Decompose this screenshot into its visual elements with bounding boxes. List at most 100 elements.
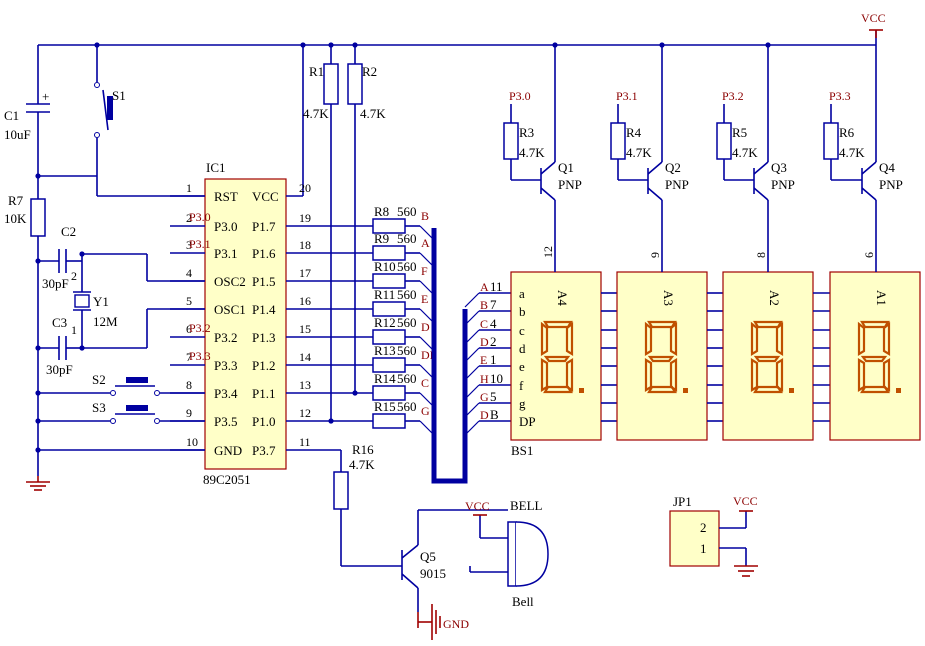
display-segment-label: f xyxy=(519,378,524,393)
ic-left-pin-label: OSC1 xyxy=(214,302,246,317)
ic-right-pin-number: 17 xyxy=(299,266,311,280)
decimal-point xyxy=(789,388,794,393)
s2-name: S2 xyxy=(92,372,106,387)
digit-drivers: P3.0R34.7KQ1PNP12P3.1R44.7KQ2PNP9P3.2R54… xyxy=(503,45,903,272)
transistor-name: Q1 xyxy=(558,160,574,175)
segment-resistor-name: R12 xyxy=(374,315,396,330)
segment-resistor-body xyxy=(372,273,406,289)
display-bus-net: D xyxy=(480,335,489,349)
ic-left-pin-label: P3.1 xyxy=(214,246,237,261)
segment-resistor-name: R9 xyxy=(374,231,389,246)
r2-name: R2 xyxy=(362,64,377,79)
driver-resistor-body xyxy=(716,122,732,160)
segment-resistor-body xyxy=(372,245,406,261)
driver-resistor-name: R5 xyxy=(732,125,747,140)
digit-common-pin: 9 xyxy=(648,252,662,258)
segment-resistor-value: 560 xyxy=(397,343,417,358)
transistor-emitter xyxy=(647,161,663,175)
c2-name: C2 xyxy=(61,224,76,239)
led-segment xyxy=(882,321,891,356)
ic-left-pin-number: 5 xyxy=(186,294,192,308)
ic-left-pin-label: GND xyxy=(214,443,242,458)
display-bus-net: G xyxy=(480,390,489,404)
r7-value: 10K xyxy=(4,211,27,226)
display-bus-entry xyxy=(464,384,480,400)
led-segment xyxy=(669,321,678,356)
jp1-pin2: 2 xyxy=(700,520,707,535)
display-segment-label: g xyxy=(519,396,526,411)
led-segment xyxy=(540,321,549,356)
ic-left-pin-label: P3.4 xyxy=(214,386,238,401)
ic-left-pin-number: 6 xyxy=(186,322,192,336)
segment-resistor-body xyxy=(372,413,406,429)
segment-resistor-value: 560 xyxy=(397,231,417,246)
seven-segment-glyph xyxy=(540,320,584,394)
driver-resistor-body xyxy=(823,122,839,160)
driver-port-label: P3.2 xyxy=(722,89,744,103)
transistor-emitter xyxy=(540,161,556,175)
display-name: BS1 xyxy=(511,443,533,458)
display-bus-number: 10 xyxy=(490,371,503,386)
led-segment xyxy=(644,321,653,356)
driver-resistor-name: R3 xyxy=(519,125,534,140)
led-segment xyxy=(857,321,866,356)
driver-resistor-name: R6 xyxy=(839,125,855,140)
led-segment xyxy=(750,321,759,356)
resistor-r7: R7 10K xyxy=(4,176,46,476)
segment-resistor-body xyxy=(372,301,406,317)
led-segment xyxy=(543,355,571,363)
transistor-name: Q3 xyxy=(771,160,787,175)
y1-pin2: 2 xyxy=(71,269,77,283)
buzzer-circuit: R16 4.7K Q5 9015 GND VCC BELL Bell xyxy=(333,442,549,640)
pullup-resistors: R1 4.7K R2 4.7K xyxy=(303,45,386,424)
display-bus-number: 1 xyxy=(490,352,497,367)
jumper-jp1: JP1 2 1 VCC xyxy=(669,494,758,577)
digit-common-pin: 6 xyxy=(862,252,876,258)
display-bus-entry xyxy=(464,402,480,418)
ic-right-pin-label: P1.5 xyxy=(252,274,275,289)
display-bus-entry xyxy=(464,347,480,363)
ic-left-pin-label: RST xyxy=(214,189,238,204)
ic-left-pin-number: 10 xyxy=(186,435,198,449)
ic-left-pin-number: 8 xyxy=(186,378,192,392)
transistor-type: PNP xyxy=(665,177,689,192)
display-bus-net: D xyxy=(480,408,489,422)
ic-pin-port-overlay: P3.3 xyxy=(189,349,211,363)
transistor-collector xyxy=(753,187,769,201)
display-bus-net: C xyxy=(480,317,488,331)
s1-name: S1 xyxy=(112,88,126,103)
seven-segment-glyph xyxy=(644,320,688,394)
driver-port-label: P3.3 xyxy=(829,89,851,103)
segment-resistor-name: R11 xyxy=(374,287,395,302)
c1-name: C1 xyxy=(4,108,19,123)
segment-net-label: A xyxy=(421,236,430,250)
driver-resistor-value: 4.7K xyxy=(732,145,758,160)
led-segment xyxy=(644,358,653,392)
display-bus-number: 5 xyxy=(490,389,497,404)
seven-segment-glyph xyxy=(750,320,794,394)
decimal-point xyxy=(683,388,688,393)
driver-resistor-value: 4.7K xyxy=(626,145,652,160)
ic-right-pin-label: P1.7 xyxy=(252,219,276,234)
ic-right-pin-number: 15 xyxy=(299,322,311,336)
ic-right-pin-number: 19 xyxy=(299,211,311,225)
q5-part: 9015 xyxy=(420,566,446,581)
segment-resistor-body xyxy=(372,329,406,345)
ic-right-pin-label: P1.3 xyxy=(252,330,275,345)
buzzer-vcc-label: VCC xyxy=(465,499,490,513)
ic-right-pin-number: 18 xyxy=(299,238,311,252)
transistor-name: Q4 xyxy=(879,160,895,175)
display-bus-net: E xyxy=(480,353,487,367)
ic1-89c2051: IC1 89C2051 1RST2P3.0P3.03P3.1P3.14OSC25… xyxy=(170,45,373,487)
r16-name: R16 xyxy=(352,442,374,457)
driver-resistor-name: R4 xyxy=(626,125,642,140)
ic-pin-port-overlay: P3.1 xyxy=(189,237,211,251)
driver-resistor-body xyxy=(503,122,519,160)
display-digit-body xyxy=(616,271,708,441)
display-bus-entry xyxy=(464,310,480,326)
r7-name: R7 xyxy=(8,193,24,208)
led-segment xyxy=(860,385,890,394)
led-segment xyxy=(753,355,781,363)
